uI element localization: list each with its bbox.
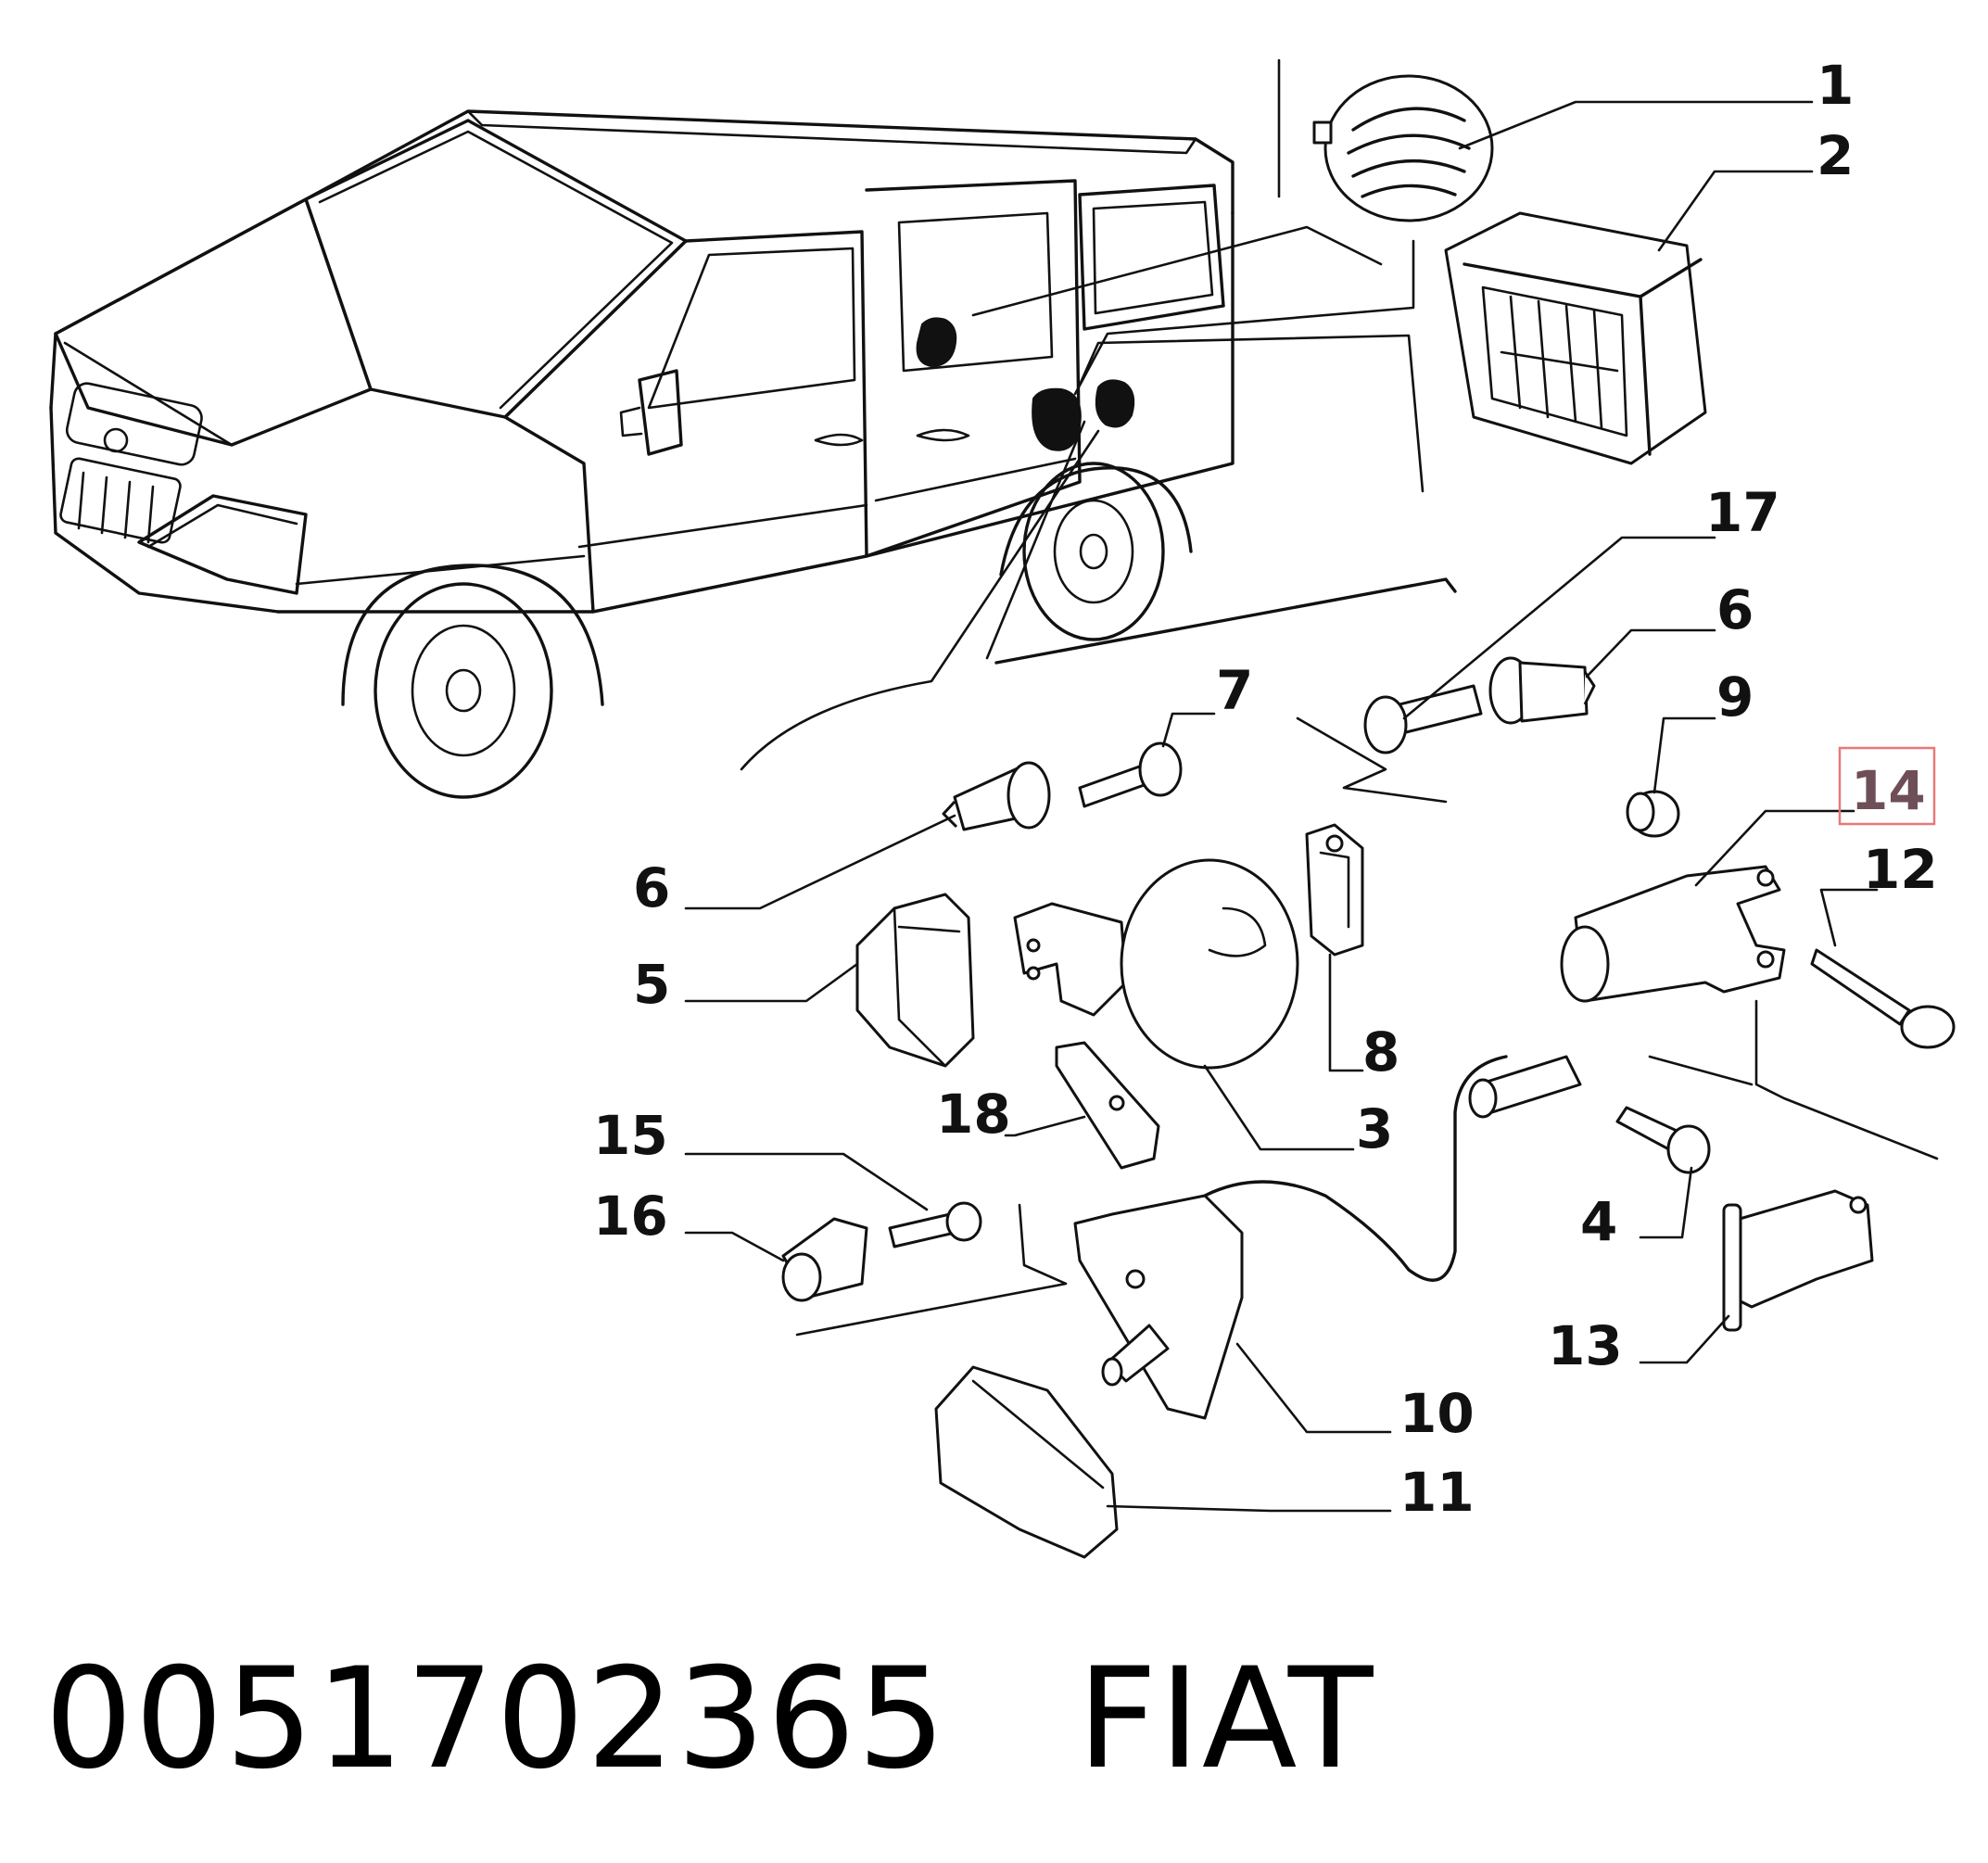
part-caption: 0051702365 FIAT [44, 1631, 1374, 1807]
part-number: 0051702365 [44, 1639, 948, 1800]
part-11-boot [934, 1365, 1119, 1559]
part-2-vent-housing [1444, 211, 1707, 465]
part-16-cap [781, 1217, 868, 1302]
callout-7: 7 [1216, 659, 1253, 722]
part-10-actuator [1073, 1055, 1582, 1420]
exploded-parts-diagram: 1 2 17 6 9 14 12 7 6 5 8 18 3 15 16 4 13… [49, 54, 1956, 1559]
callout-2: 2 [1817, 124, 1854, 187]
part-12-pin [1810, 948, 1956, 1049]
callout-6-upper: 6 [1716, 578, 1754, 641]
callout-1: 1 [1817, 54, 1854, 117]
callout-12: 12 [1863, 838, 1938, 901]
part-5-switch-housing [855, 893, 975, 1068]
part-18-pad [1055, 1041, 1160, 1170]
brand-name: FIAT [1077, 1639, 1375, 1800]
part-13-hinge [1722, 1189, 1874, 1332]
part-17-bolt [1363, 684, 1483, 754]
part-6-plug-lower [942, 761, 1051, 831]
part-1-vent-grille [1312, 74, 1494, 222]
van-illustration [49, 58, 1457, 799]
callout-8: 8 [1362, 1020, 1399, 1084]
callout-4: 4 [1580, 1190, 1617, 1253]
part-6-plug-upper [1488, 656, 1596, 725]
callout-9: 9 [1716, 665, 1754, 729]
callout-3: 3 [1356, 1097, 1393, 1160]
part-9-grommet [1626, 790, 1680, 838]
callout-10: 10 [1399, 1382, 1475, 1445]
part-14-hinge-bracket [1560, 865, 1786, 1003]
part-15-screw [888, 1201, 982, 1248]
callout-14: 14 [1851, 759, 1926, 822]
callout-18: 18 [936, 1083, 1011, 1146]
part-7-screw [1078, 741, 1183, 808]
callout-13: 13 [1548, 1314, 1623, 1377]
callout-16: 16 [593, 1185, 668, 1248]
part-8-clip [1305, 823, 1364, 957]
callout-15: 15 [593, 1104, 668, 1167]
part-4-bolt [1615, 1106, 1711, 1174]
callout-11: 11 [1399, 1461, 1475, 1524]
callout-14-highlight-box [1838, 746, 1936, 826]
callout-6-lower: 6 [633, 856, 670, 919]
callout-5: 5 [633, 953, 670, 1016]
callout-labels: 1 2 17 6 9 14 12 7 6 5 8 18 3 15 16 4 13… [593, 54, 1938, 1524]
leader-lines [684, 100, 1939, 1513]
callout-17: 17 [1705, 481, 1780, 544]
part-3-fuel-flap [1013, 858, 1299, 1070]
